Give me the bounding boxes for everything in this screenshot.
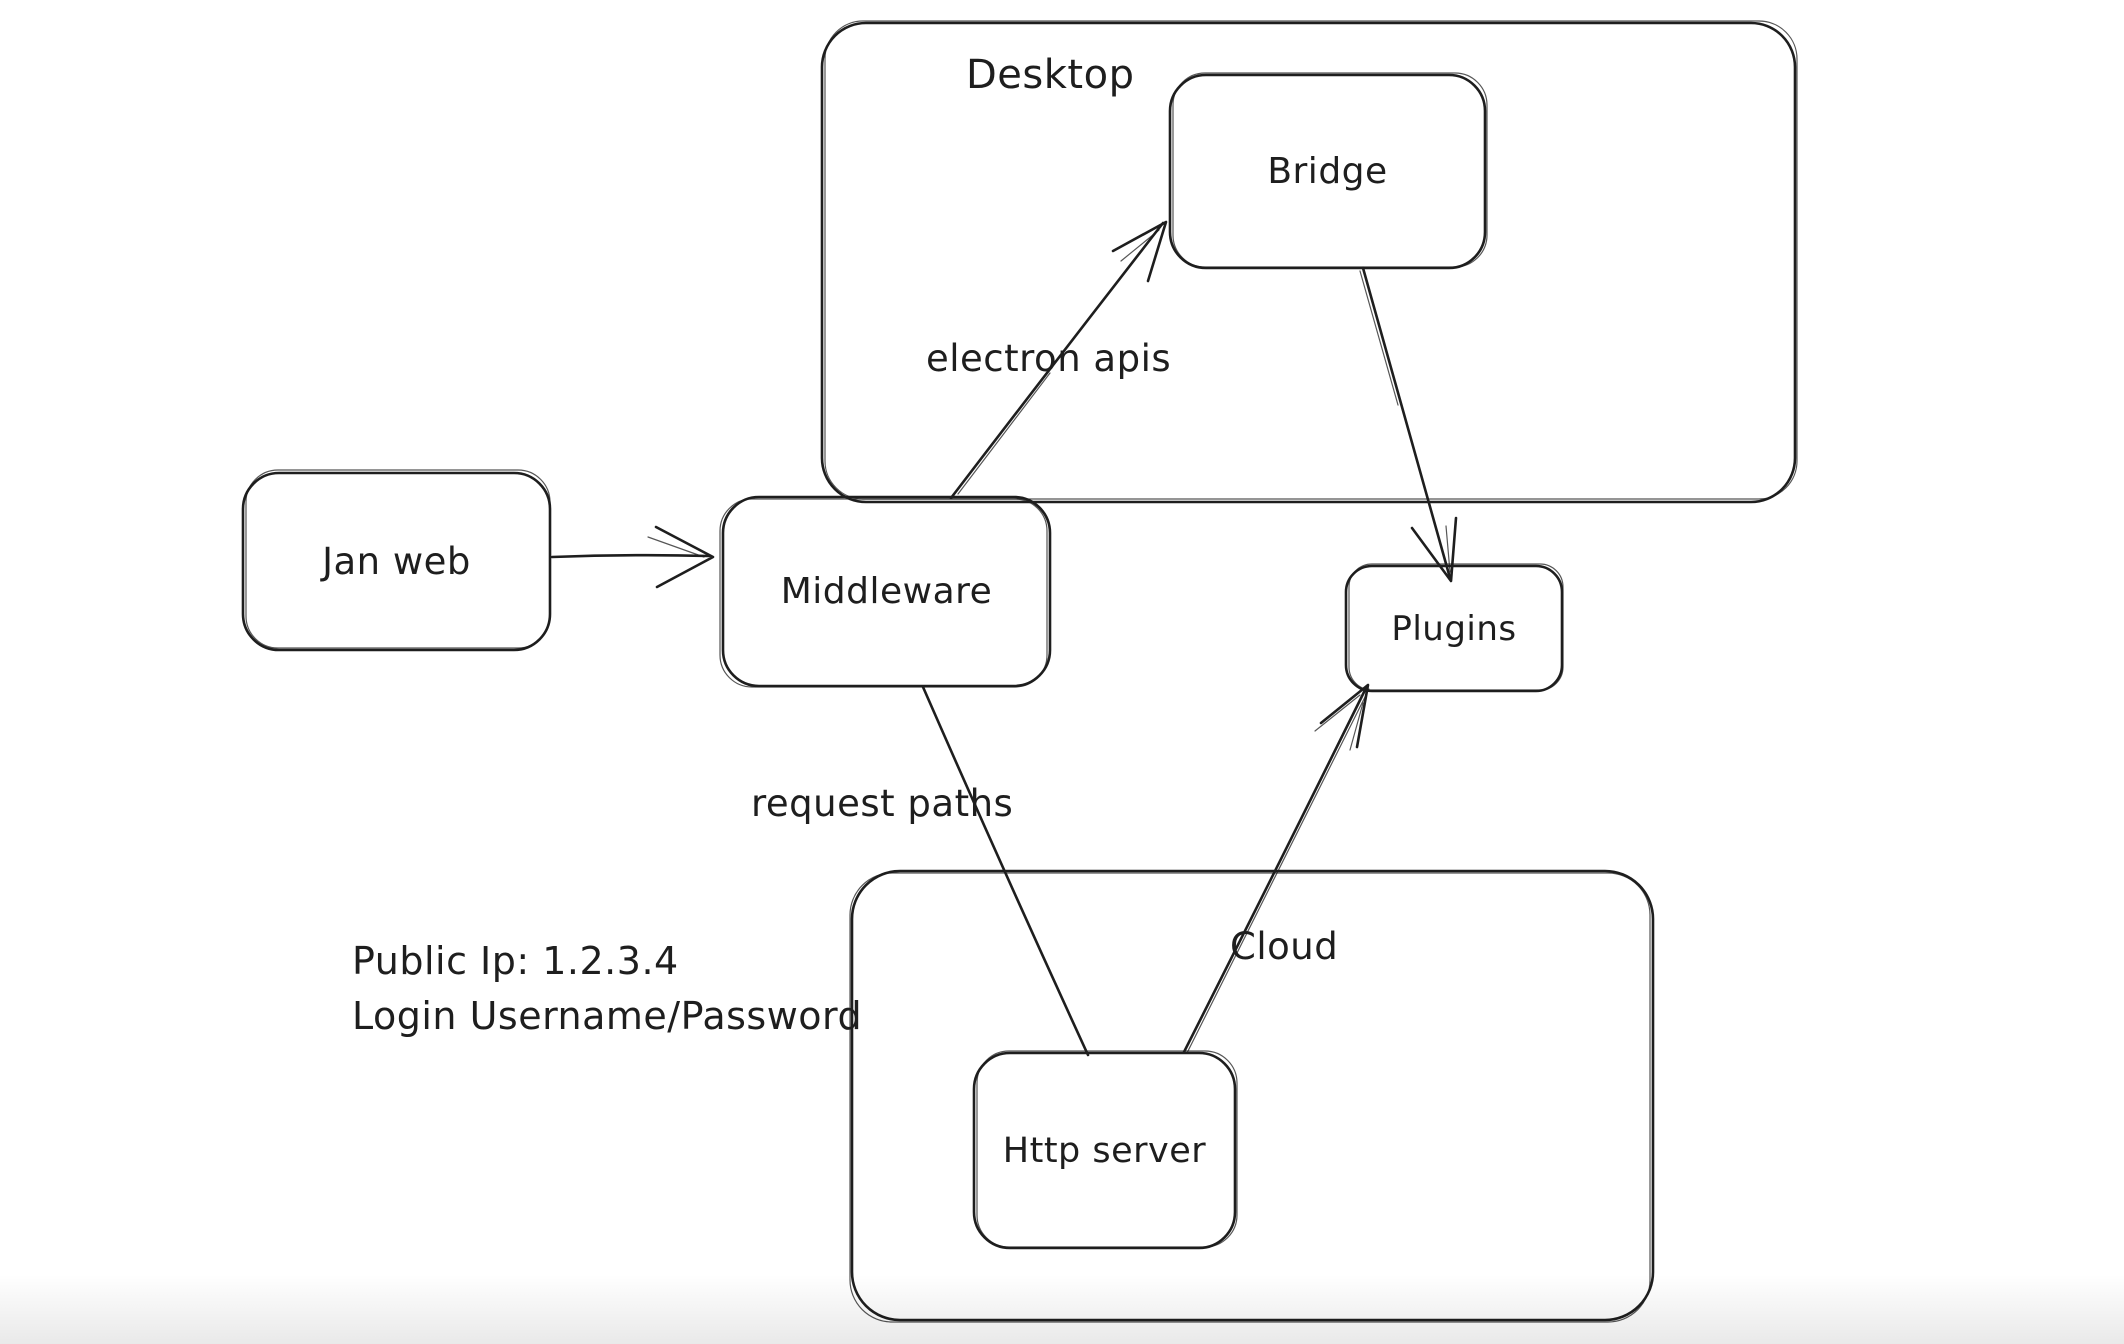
edge-label-electron-apis: electron apis	[926, 337, 1172, 380]
http-server-box[interactable]	[972, 1050, 1238, 1250]
desktop-container-box[interactable]	[820, 20, 1798, 504]
overdraw-stroke	[849, 872, 1651, 1323]
edge-sketch-stroke	[1186, 688, 1370, 1054]
arrowhead	[1410, 516, 1458, 583]
overdraw-stroke	[1348, 563, 1564, 691]
arrowhead-sketch-stroke	[1314, 694, 1361, 732]
outline-stroke	[721, 495, 1052, 688]
edge-middleware-to-http-server[interactable]	[921, 685, 1090, 1057]
bridge-label: Bridge	[1267, 151, 1388, 192]
outline-stroke	[1168, 73, 1487, 270]
credentials-note[interactable]: Public Ip: 1.2.3.4 Login Username/Passwo…	[352, 934, 862, 1044]
overdraw-stroke	[245, 469, 551, 649]
overdraw-stroke	[824, 20, 1798, 500]
edge-http-server-to-plugins[interactable]	[1182, 683, 1370, 1054]
desktop-container-label: Desktop	[966, 52, 1135, 98]
edge-middleware-to-bridge[interactable]	[949, 220, 1168, 500]
overdraw-stroke	[976, 1050, 1238, 1248]
edge-line	[550, 553, 711, 559]
edge-sketch-stroke	[1359, 270, 1399, 406]
edge-line	[949, 221, 1165, 500]
middleware-label: Middleware	[780, 571, 993, 612]
http-server-label: Http server	[1002, 1130, 1207, 1171]
plugins-box[interactable]	[1344, 563, 1564, 693]
edge-sketch-stroke	[957, 372, 1051, 495]
edge-line	[1182, 684, 1369, 1054]
arrowhead-sketch-stroke	[1120, 229, 1160, 262]
credentials-note-line2: Login Username/Password	[352, 994, 863, 1038]
cloud-container-box[interactable]	[849, 869, 1655, 1323]
bridge-box[interactable]	[1168, 72, 1488, 270]
plugins-label: Plugins	[1391, 608, 1517, 649]
arrowhead-sketch-stroke	[1349, 702, 1364, 751]
arrowhead	[1111, 220, 1168, 283]
credentials-note-line1: Public Ip: 1.2.3.4	[352, 939, 679, 983]
outline-stroke	[850, 869, 1655, 1322]
outline-stroke	[1344, 564, 1564, 693]
edge-line	[921, 685, 1090, 1057]
middleware-box[interactable]	[719, 495, 1052, 688]
cloud-container-label: Cloud	[1230, 925, 1339, 968]
edge-jan-web-to-middleware[interactable]	[550, 525, 715, 589]
arrowhead-sketch-stroke	[1445, 525, 1451, 573]
overdraw-stroke	[719, 498, 1048, 688]
overdraw-stroke	[1172, 72, 1488, 268]
arrowhead	[654, 525, 715, 589]
outline-stroke	[820, 21, 1797, 504]
outline-stroke	[972, 1051, 1237, 1250]
edge-line	[1361, 266, 1452, 580]
arrowhead	[1319, 683, 1370, 749]
edge-bridge-to-plugins[interactable]	[1359, 266, 1458, 583]
arrowhead-sketch-stroke	[647, 536, 705, 558]
jan-web-label: Jan web	[322, 540, 471, 583]
edge-label-request-paths: request paths	[751, 782, 1014, 825]
jan-web-box[interactable]	[241, 469, 552, 652]
